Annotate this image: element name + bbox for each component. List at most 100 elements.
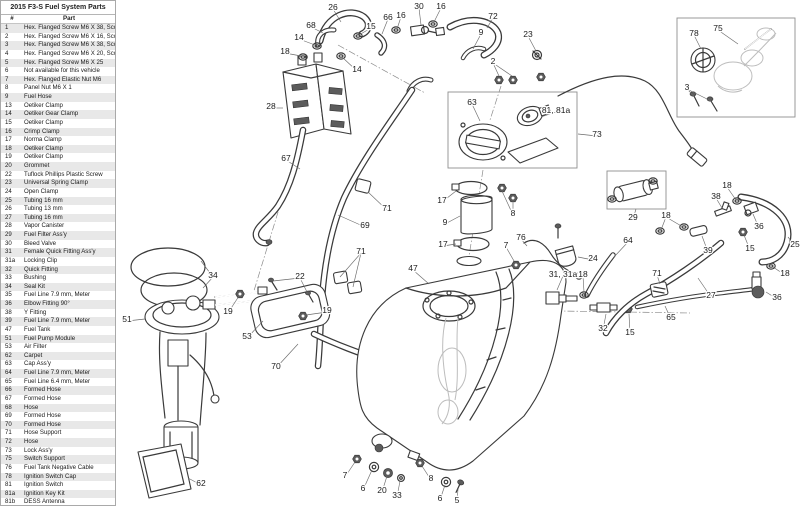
callout-33[interactable]: 33 bbox=[391, 489, 403, 502]
callout-18[interactable]: 18 bbox=[779, 267, 791, 280]
callout-71[interactable]: 71 bbox=[651, 267, 663, 280]
callout-8[interactable]: 8 bbox=[509, 207, 517, 220]
callout-15[interactable]: 15 bbox=[365, 20, 377, 33]
callout-63[interactable]: 63 bbox=[466, 96, 478, 109]
callout-39[interactable]: 39 bbox=[702, 244, 714, 257]
callout-24[interactable]: 24 bbox=[587, 252, 599, 265]
callout-18[interactable]: 18 bbox=[660, 209, 672, 222]
callout-25[interactable]: 25 bbox=[789, 238, 800, 251]
callout-38[interactable]: 38 bbox=[710, 190, 722, 203]
callout-9[interactable]: 9 bbox=[441, 216, 449, 229]
callout-3[interactable]: 3 bbox=[683, 81, 691, 94]
callout-78[interactable]: 78 bbox=[688, 27, 700, 40]
callout-51[interactable]: 51 bbox=[121, 313, 133, 326]
callout-20[interactable]: 20 bbox=[376, 484, 388, 497]
callout-18[interactable]: 18 bbox=[279, 45, 291, 58]
callout-19[interactable]: 19 bbox=[321, 304, 333, 317]
callout-17[interactable]: 17 bbox=[437, 238, 449, 251]
callout-65[interactable]: 65 bbox=[665, 311, 677, 324]
callout-73[interactable]: 73 bbox=[591, 128, 603, 141]
callout-53[interactable]: 53 bbox=[241, 330, 253, 343]
callout-6[interactable]: 6 bbox=[436, 492, 444, 505]
callout-2[interactable]: 2 bbox=[489, 55, 497, 68]
callout-7[interactable]: 7 bbox=[502, 239, 510, 252]
callout-9[interactable]: 9 bbox=[477, 26, 485, 39]
callout-14[interactable]: 14 bbox=[293, 31, 305, 44]
callout-27[interactable]: 27 bbox=[705, 289, 717, 302]
callout-30[interactable]: 30 bbox=[413, 0, 425, 12]
callout-5[interactable]: 5 bbox=[453, 494, 461, 506]
callout-75[interactable]: 75 bbox=[712, 22, 724, 35]
callout-62[interactable]: 62 bbox=[195, 477, 207, 490]
callout-36[interactable]: 36 bbox=[753, 220, 765, 233]
callout-36[interactable]: 36 bbox=[771, 291, 783, 304]
callout-17[interactable]: 17 bbox=[436, 194, 448, 207]
callout-6[interactable]: 6 bbox=[359, 482, 367, 495]
callout-22[interactable]: 22 bbox=[294, 270, 306, 283]
callout-26[interactable]: 26 bbox=[327, 1, 339, 14]
callout-18[interactable]: 18 bbox=[721, 179, 733, 192]
callout-70[interactable]: 70 bbox=[270, 360, 282, 373]
callout-47[interactable]: 47 bbox=[407, 262, 419, 275]
callout-71[interactable]: 71 bbox=[355, 245, 367, 258]
callout-69[interactable]: 69 bbox=[359, 219, 371, 232]
callout-16[interactable]: 16 bbox=[395, 9, 407, 22]
callout-15[interactable]: 15 bbox=[624, 326, 636, 339]
callout-34[interactable]: 34 bbox=[207, 269, 219, 282]
callout-31-31a[interactable]: 31, 31a bbox=[548, 268, 579, 281]
callout-66[interactable]: 66 bbox=[382, 11, 394, 24]
callout-67[interactable]: 67 bbox=[280, 152, 292, 165]
callout-81-81a[interactable]: 81, 81a bbox=[541, 104, 572, 117]
callout-28[interactable]: 28 bbox=[265, 100, 277, 113]
callout-7[interactable]: 7 bbox=[341, 469, 349, 482]
callout-16[interactable]: 16 bbox=[435, 0, 447, 12]
callout-23[interactable]: 23 bbox=[522, 28, 534, 41]
callout-68[interactable]: 68 bbox=[305, 19, 317, 32]
